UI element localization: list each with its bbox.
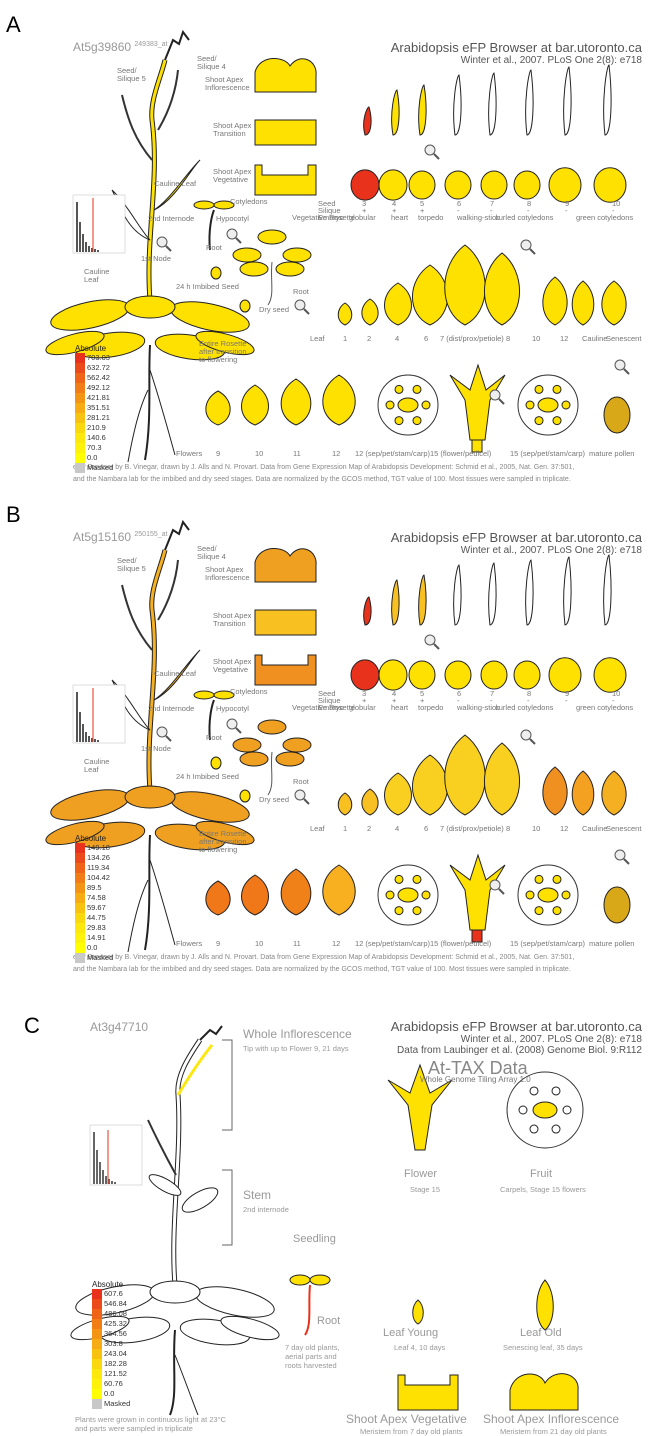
panel-c-legend-row: 546.84 — [92, 1299, 130, 1309]
panel-c-fruit-stamen — [552, 1087, 560, 1095]
panel-c-bracket-stem — [222, 1170, 232, 1245]
panel-c-label-fruit-sub: Carpels, Stage 15 flowers — [500, 1185, 586, 1194]
panel-c-shoot-apex-inflorescence — [510, 1374, 578, 1410]
panel-c-label-footnote: Plants were grown in continuous light at… — [75, 1415, 226, 1433]
panel-c-label-flower: Flower — [404, 1168, 437, 1180]
panel-c-legend-row: 0.0 — [92, 1389, 130, 1399]
panel-c-leaf-young — [413, 1300, 424, 1324]
panel-c-label-fruit: Fruit — [530, 1168, 552, 1180]
panel-c-seedling-cotyledon — [310, 1275, 330, 1285]
panel-c-fruit-stamen — [519, 1106, 527, 1114]
panel-c-label-attax-sub: Whole Genome Tiling Array 1.0 — [420, 1075, 531, 1084]
panel-c-legend-row: 182.28 — [92, 1359, 130, 1369]
panel-c-label-sav: Shoot Apex Vegetative — [346, 1412, 467, 1426]
panel-c-fruit-stamen — [530, 1087, 538, 1095]
panel-c-legend-swatch — [92, 1359, 102, 1369]
panel-c-legend-swatch-masked — [92, 1399, 102, 1409]
panel-c-legend-value: 121.52 — [104, 1369, 127, 1379]
panel-c-legend-value: 486.08 — [104, 1309, 127, 1319]
panel-c-legend-value: 182.28 — [104, 1359, 127, 1369]
panel-c-histogram-bar — [114, 1182, 116, 1184]
panel-c-legend-row: 243.04 — [92, 1349, 130, 1359]
panel-c-label-leaf-old-sub: Senescing leaf, 35 days — [503, 1343, 583, 1352]
panel-c-label-flower-sub: Stage 15 — [410, 1185, 440, 1194]
panel-c-root — [170, 1330, 175, 1415]
panel-c-bracket-inflorescence — [222, 1040, 232, 1130]
panel-c-legend-title: Absolute — [92, 1280, 130, 1289]
panel-c-shoot-apex-vegetative — [398, 1375, 458, 1410]
panel-c-legend-masked-row: Masked — [92, 1399, 130, 1409]
panel-c-label-sai: Shoot Apex Inflorescence — [483, 1412, 619, 1426]
panel-c-fruit-stamen — [563, 1106, 571, 1114]
panel-c-legend-swatch — [92, 1289, 102, 1299]
panel-c-label-leaf-young-sub: Leaf 4, 10 days — [394, 1343, 445, 1352]
panel-c-seedling-root — [305, 1285, 310, 1335]
panel-c-legend-swatch — [92, 1379, 102, 1389]
panel-c-branch — [148, 1120, 176, 1175]
panel-c-legend-row: 60.76 — [92, 1379, 130, 1389]
panel-c-seedling-cotyledon — [290, 1275, 310, 1285]
panel-c-legend-masked-label: Masked — [104, 1399, 130, 1409]
panel-c-legend-value: 243.04 — [104, 1349, 127, 1359]
panel-c-legend-value: 425.32 — [104, 1319, 127, 1329]
panel-c-histogram-bar — [105, 1176, 107, 1184]
panel-c-legend-swatch — [92, 1319, 102, 1329]
panel-c-rosette-leaf — [150, 1281, 200, 1303]
panel-c-fruit-stamen — [552, 1125, 560, 1133]
panel-c-legend-swatch — [92, 1349, 102, 1359]
panel-c-label-stem-sub: 2nd internode — [243, 1205, 289, 1214]
panel-c-legend-swatch — [92, 1309, 102, 1319]
panel-c-legend-value: 546.84 — [104, 1299, 127, 1309]
panel-c-fruit-carpel — [533, 1102, 557, 1118]
panel-c-label-whole-inflorescence-sub: Tip with up to Flower 9, 21 days — [243, 1044, 349, 1053]
panel-c-label-whole-inflorescence: Whole Inflorescence — [243, 1027, 352, 1041]
panel-c-histogram-bar — [102, 1170, 104, 1184]
panel-c-inflorescence-tip — [200, 1026, 222, 1040]
panel-c-legend-value: 607.6 — [104, 1289, 123, 1299]
panel-c-legend-swatch — [92, 1369, 102, 1379]
panel-c-leaf-old — [537, 1280, 554, 1330]
panel-c-legend-row: 121.52 — [92, 1369, 130, 1379]
panel-c-histogram-bar — [93, 1132, 95, 1184]
panel-c-legend-value: 303.8 — [104, 1339, 123, 1349]
panel-c-legend-row: 425.32 — [92, 1319, 130, 1329]
panel-c-legend-value: 60.76 — [104, 1379, 123, 1389]
panel-c-legend-value: 364.56 — [104, 1329, 127, 1339]
panel-c-label-seedling: Seedling — [293, 1233, 336, 1245]
panel-c-legend-swatch — [92, 1329, 102, 1339]
panel-c-legend-swatch — [92, 1339, 102, 1349]
panel-c-legend-swatch — [92, 1389, 102, 1399]
panel-c-label-leaf-young: Leaf Young — [383, 1327, 438, 1339]
panel-c-histogram-bar — [96, 1150, 98, 1184]
panel-c-cauline-leaf — [179, 1183, 222, 1217]
panel-c-legend-row: 303.8 — [92, 1339, 130, 1349]
panel-c-histogram-bar — [99, 1162, 101, 1184]
panel-c-legend-row: 607.6 — [92, 1289, 130, 1299]
panel-c-label-leaf-old: Leaf Old — [520, 1327, 562, 1339]
panel-c-root — [175, 1355, 198, 1415]
panel-c-label-root: Root — [317, 1315, 340, 1327]
panel-c-legend: Absolute607.6546.84486.08425.32364.56303… — [92, 1280, 130, 1409]
panel-c-histogram-bar — [111, 1181, 113, 1184]
panel-c-fruit-stamen — [530, 1125, 538, 1133]
panel-c-label-seedling-note: 7 day old plants,aerial parts androots h… — [285, 1343, 340, 1370]
panel-c-legend-swatch — [92, 1299, 102, 1309]
panel-c-legend-row: 364.56 — [92, 1329, 130, 1339]
panel-c-legend-row: 486.08 — [92, 1309, 130, 1319]
panel-c-legend-value: 0.0 — [104, 1389, 114, 1399]
panel-c-label-stem: Stem — [243, 1188, 271, 1202]
